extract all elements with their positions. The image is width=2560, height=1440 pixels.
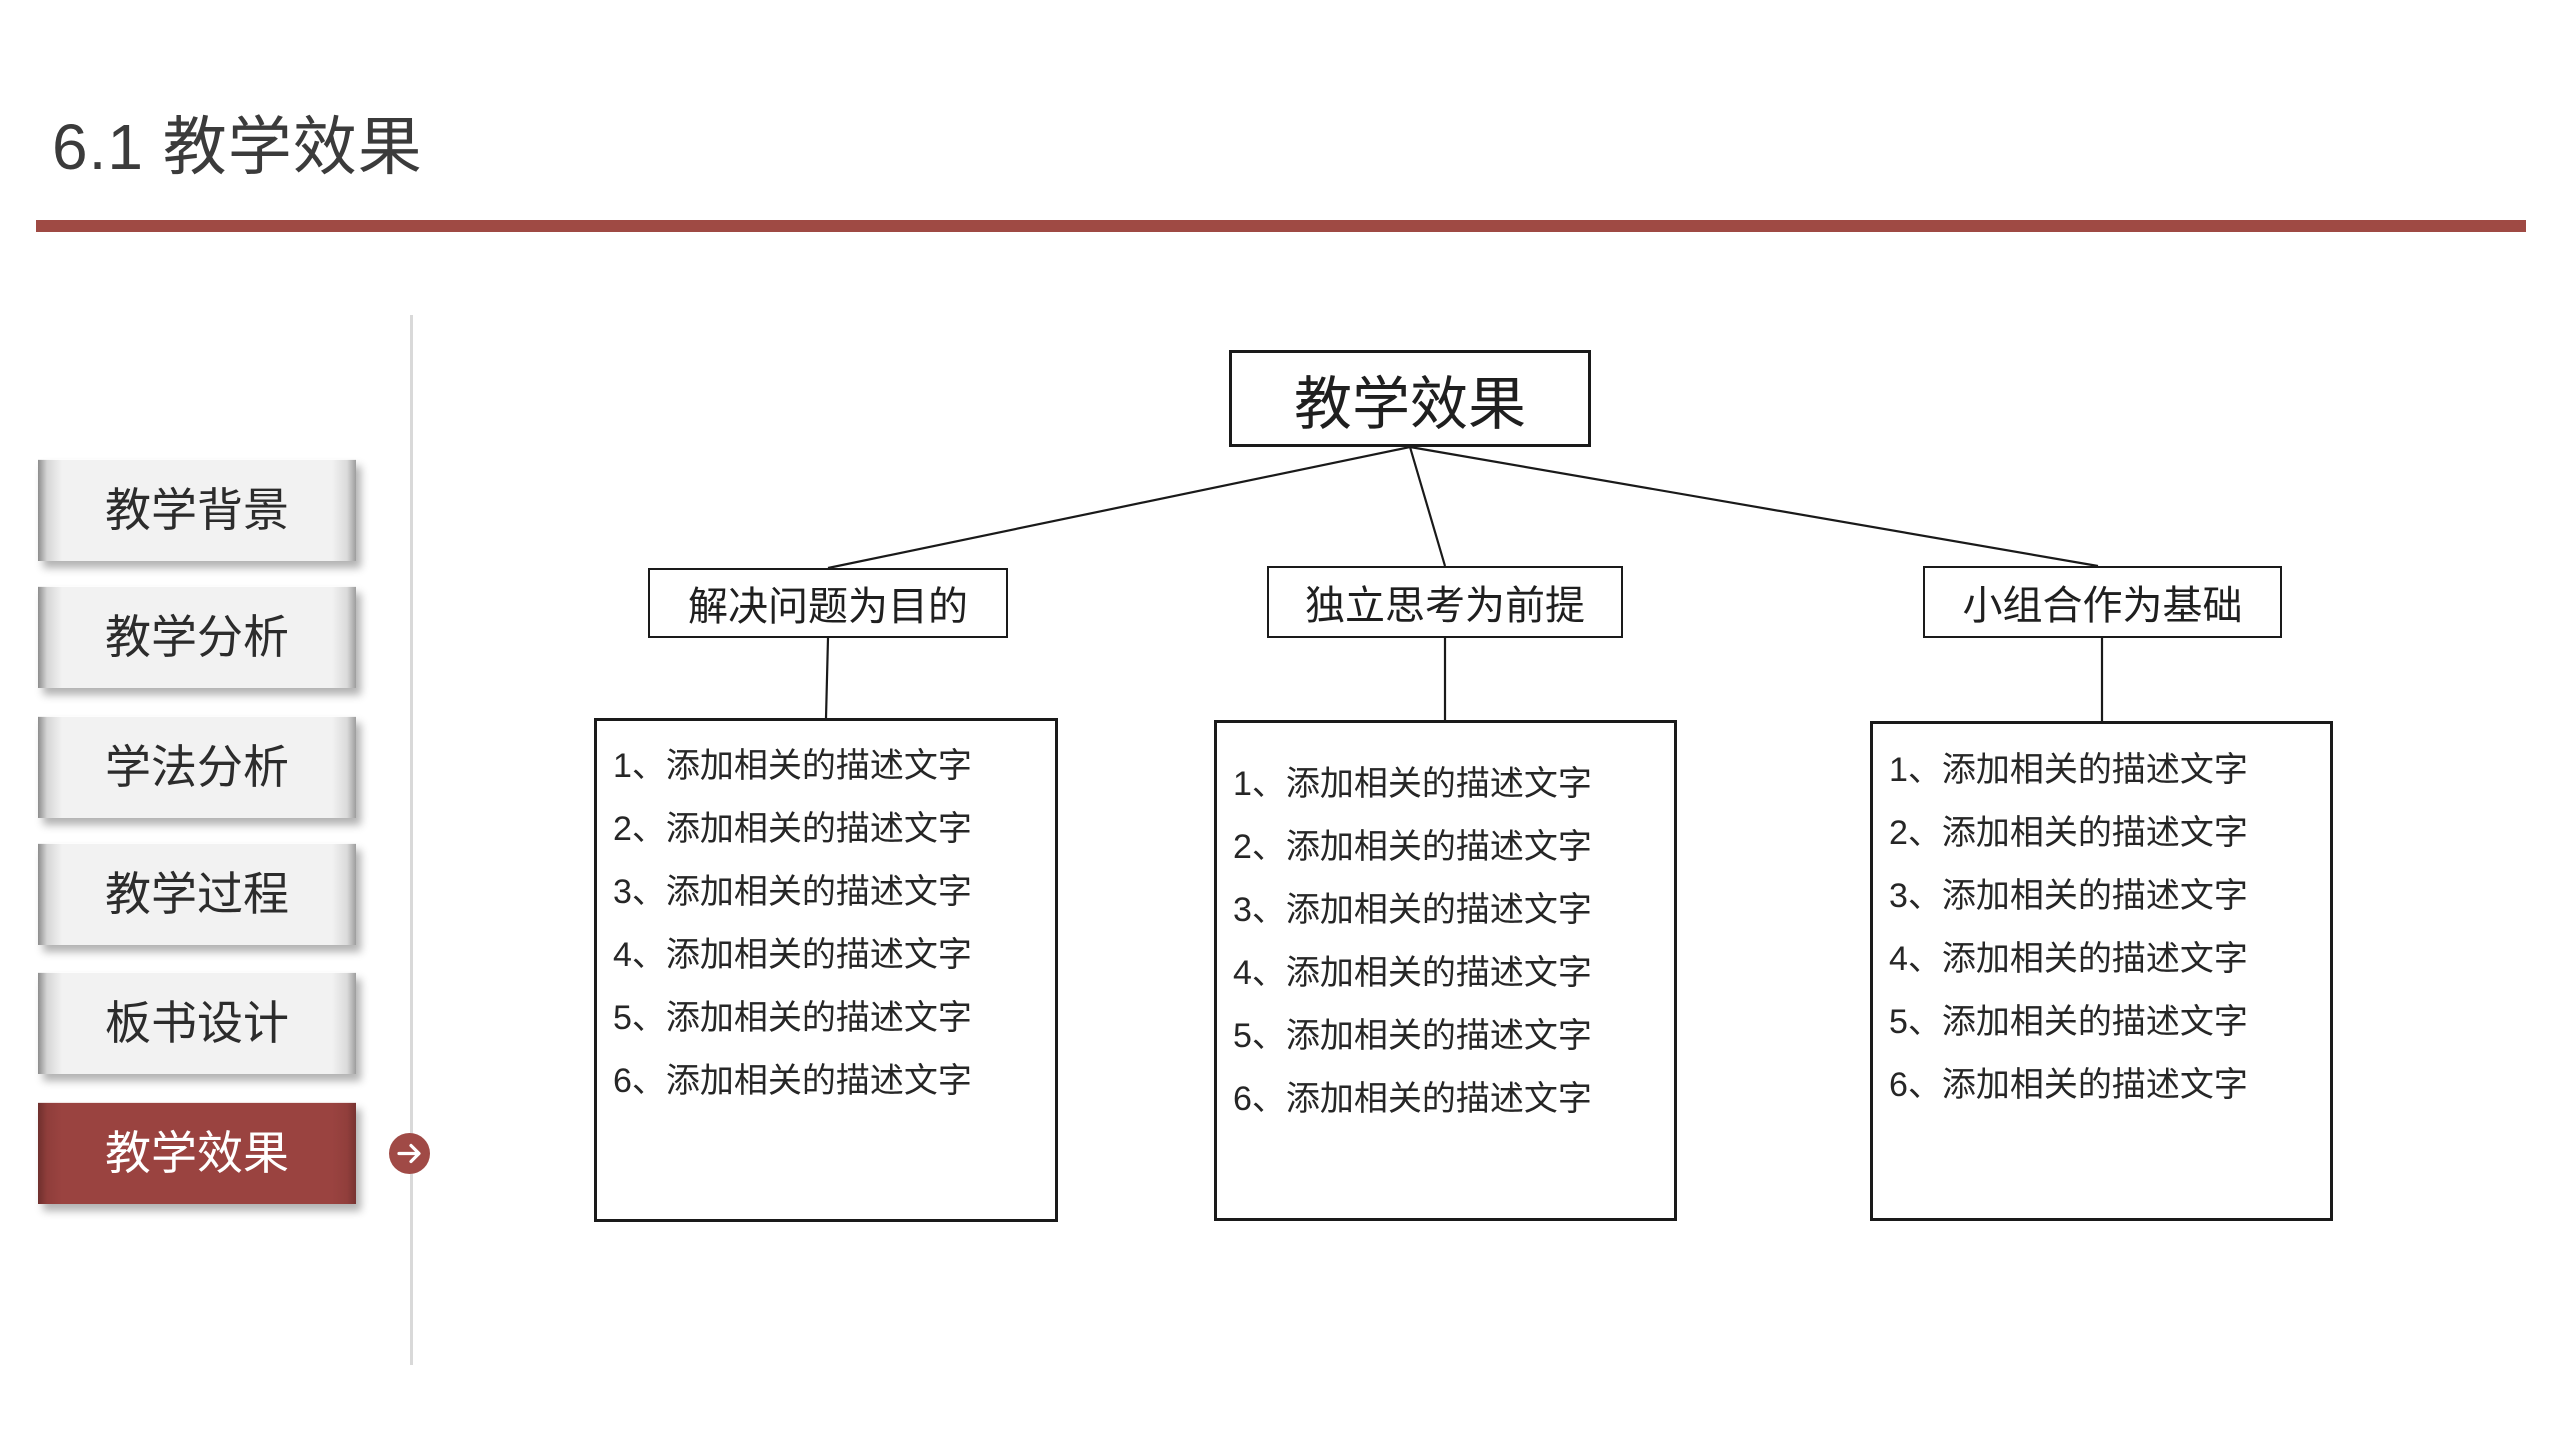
sidebar-divider <box>410 315 413 1365</box>
sidebar-item-teaching-process[interactable]: 教学过程 <box>38 843 356 945</box>
detail-line: 6、添加相关的描述文字 <box>1233 1080 1592 1118</box>
detail-line: 2、添加相关的描述文字 <box>613 810 972 848</box>
diagram-branch-title-3: 小组合作为基础 <box>1923 566 2282 638</box>
sidebar-item-board-design[interactable]: 板书设计 <box>38 972 356 1074</box>
page-title: 6.1 教学效果 <box>52 111 423 183</box>
diagram-detail-box-1: 1、添加相关的描述文字 2、添加相关的描述文字 3、添加相关的描述文字 4、添加… <box>594 718 1058 1222</box>
arrow-right-icon[interactable] <box>389 1133 430 1174</box>
detail-line: 5、添加相关的描述文字 <box>1889 1003 2248 1041</box>
sidebar-item-teaching-effect[interactable]: 教学效果 <box>38 1102 356 1204</box>
title-rule <box>36 220 2526 232</box>
sidebar-item-teaching-analysis[interactable]: 教学分析 <box>38 586 356 688</box>
sidebar-item-learning-analysis[interactable]: 学法分析 <box>38 716 356 818</box>
detail-line: 2、添加相关的描述文字 <box>1233 828 1592 866</box>
detail-line: 6、添加相关的描述文字 <box>613 1062 972 1100</box>
detail-line: 3、添加相关的描述文字 <box>613 873 972 911</box>
diagram-root-node: 教学效果 <box>1229 350 1591 447</box>
detail-line: 1、添加相关的描述文字 <box>613 747 972 785</box>
detail-line: 3、添加相关的描述文字 <box>1233 891 1592 929</box>
detail-line: 4、添加相关的描述文字 <box>1233 954 1592 992</box>
detail-line: 5、添加相关的描述文字 <box>1233 1017 1592 1055</box>
detail-line: 4、添加相关的描述文字 <box>1889 940 2248 978</box>
diagram-detail-box-3: 1、添加相关的描述文字 2、添加相关的描述文字 3、添加相关的描述文字 4、添加… <box>1870 721 2333 1221</box>
diagram-branch-title-2: 独立思考为前提 <box>1267 566 1623 638</box>
detail-line: 2、添加相关的描述文字 <box>1889 814 2248 852</box>
detail-line: 1、添加相关的描述文字 <box>1233 765 1592 803</box>
detail-line: 3、添加相关的描述文字 <box>1889 877 2248 915</box>
diagram-branch-title-1: 解决问题为目的 <box>648 568 1008 638</box>
detail-line: 5、添加相关的描述文字 <box>613 999 972 1037</box>
sidebar-item-teaching-background[interactable]: 教学背景 <box>38 459 356 561</box>
detail-line: 4、添加相关的描述文字 <box>613 936 972 974</box>
detail-line: 1、添加相关的描述文字 <box>1889 751 2248 789</box>
diagram-detail-box-2: 1、添加相关的描述文字 2、添加相关的描述文字 3、添加相关的描述文字 4、添加… <box>1214 720 1677 1221</box>
detail-line: 6、添加相关的描述文字 <box>1889 1066 2248 1104</box>
